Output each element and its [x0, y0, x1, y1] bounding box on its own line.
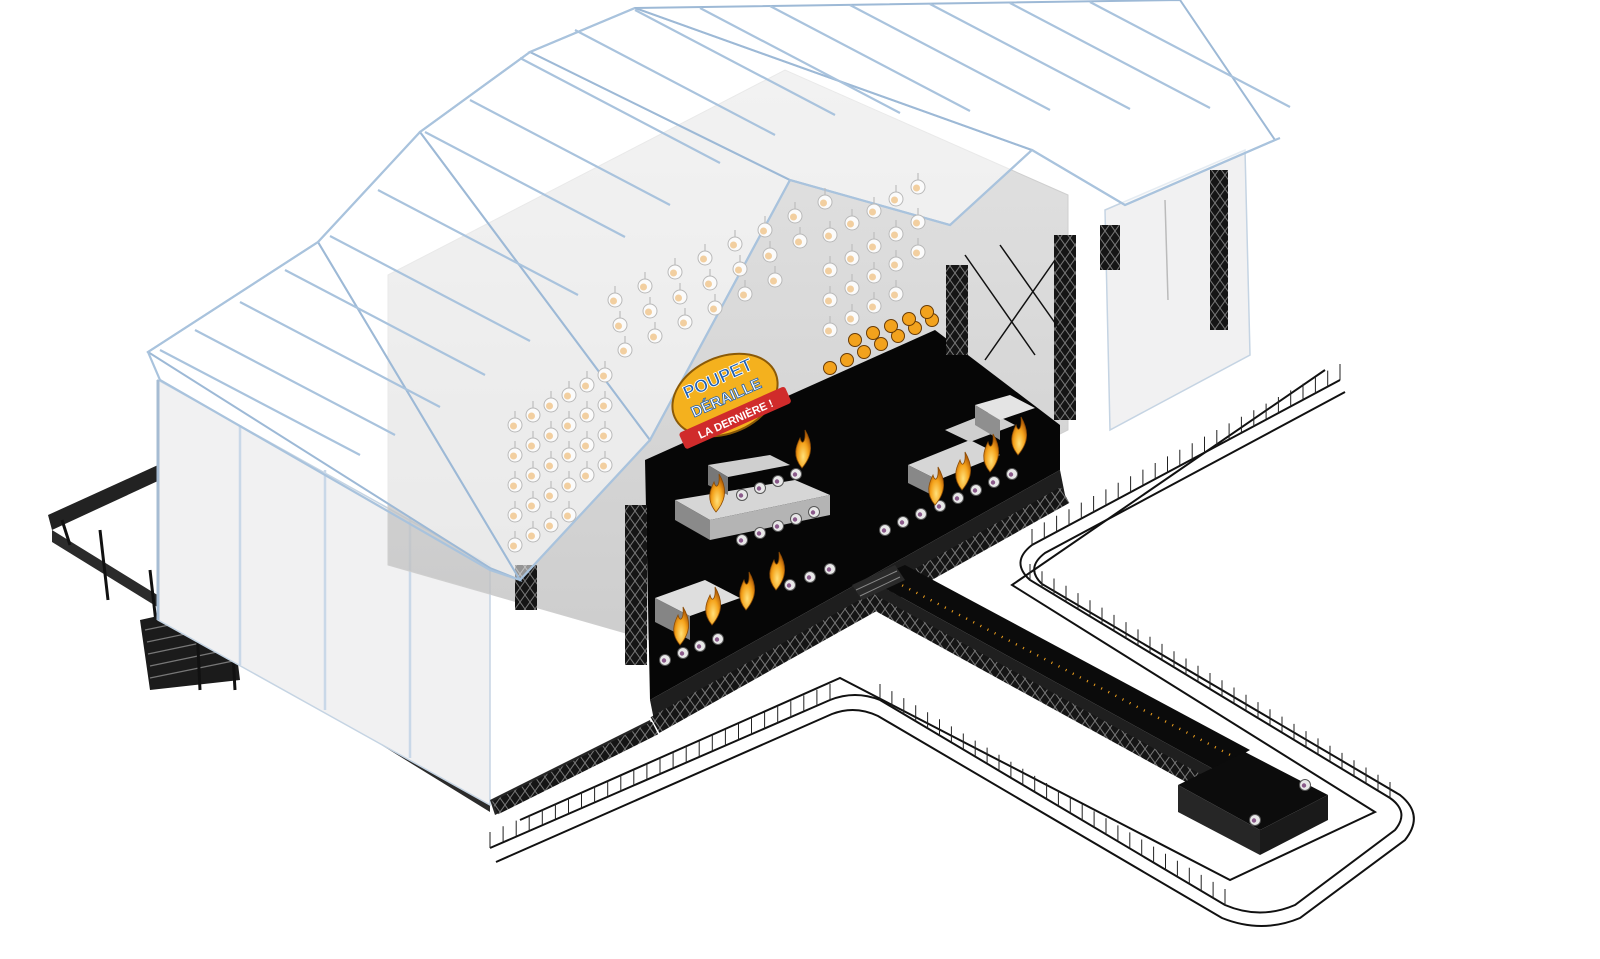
flame-icon — [983, 433, 1000, 473]
runway-end-platform — [1178, 752, 1328, 855]
crowd-barrier — [489, 364, 1415, 927]
spotlight-icon — [891, 329, 905, 343]
spotlight-icon — [902, 312, 916, 326]
truss-towers — [515, 170, 1228, 665]
spotlight-icon — [848, 333, 862, 347]
spotlight-icon — [840, 353, 854, 367]
spotlight-icon — [920, 305, 934, 319]
flame-icon — [705, 586, 722, 626]
spotlight-icon — [874, 337, 888, 351]
deck-spotlights — [659, 468, 1311, 826]
runway-catwalk — [852, 565, 1250, 797]
flame-effects — [673, 416, 1028, 646]
flame-icon — [739, 571, 756, 611]
flame-icon — [769, 551, 786, 591]
spotlight-icon — [866, 326, 880, 340]
tent-left-wall — [156, 378, 491, 807]
flame-icon — [709, 473, 726, 513]
tent-roof — [146, 0, 1291, 583]
flame-icon — [955, 451, 972, 491]
flame-icon — [795, 429, 812, 469]
flame-icon — [928, 466, 945, 506]
spotlight-icon — [823, 361, 837, 375]
spotlight-grid — [507, 173, 926, 553]
flame-icon — [673, 606, 690, 646]
spotlight-icon — [857, 345, 871, 359]
flame-icon — [1011, 416, 1028, 456]
front-spotlights — [823, 305, 939, 375]
spotlight-icon — [884, 319, 898, 333]
